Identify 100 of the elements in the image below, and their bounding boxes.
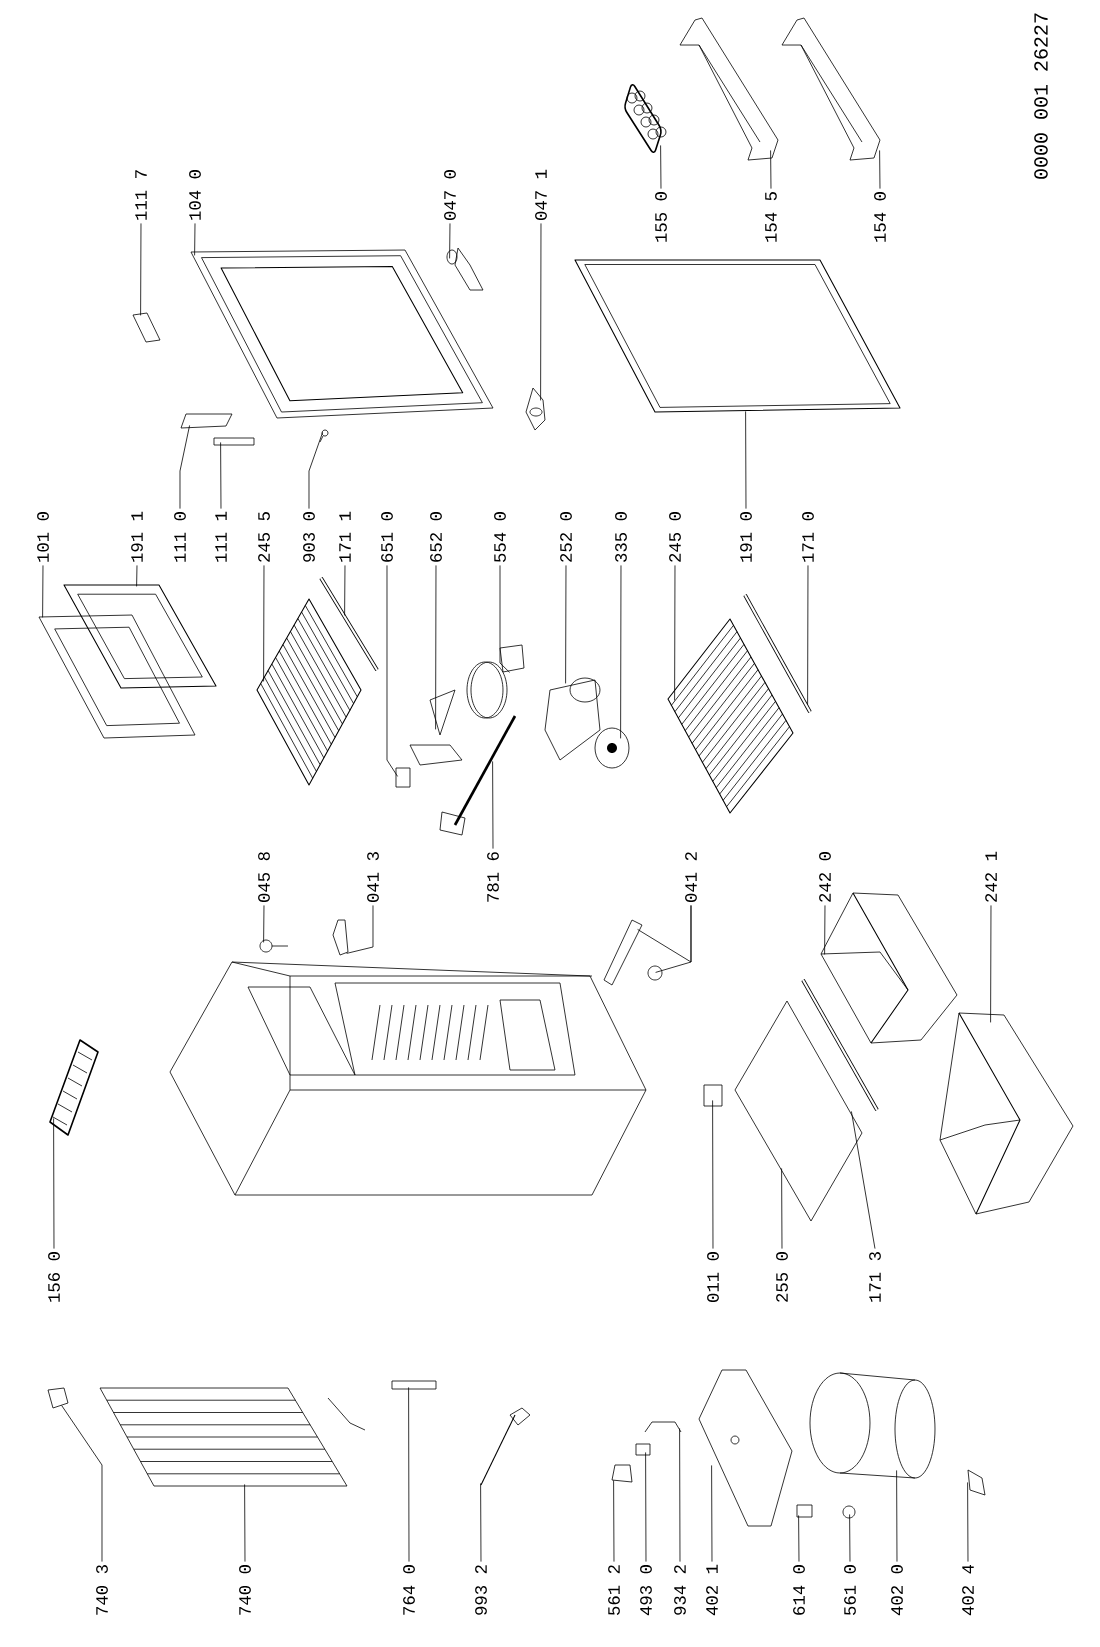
gasket-drawing — [63, 584, 217, 689]
leader-line — [136, 565, 138, 587]
ice-tray-drawing — [49, 1039, 99, 1136]
callout-number: 402 4 — [962, 1564, 974, 1616]
callout-number: 242 0 — [819, 852, 831, 902]
callout-number: 154 5 — [765, 192, 777, 242]
plate-drawing — [132, 312, 161, 343]
callout-number: 493 0 — [640, 1565, 652, 1616]
trim-strip-drawing — [743, 594, 812, 713]
callout-number: 554 0 — [494, 512, 506, 562]
egg-tray-drawing — [624, 84, 667, 153]
lamp-housing-drawing — [544, 677, 601, 761]
shelf-drawing — [667, 618, 794, 814]
leader-line — [61, 1405, 103, 1562]
small-box — [796, 1504, 813, 1518]
small-circle — [647, 965, 663, 981]
callout-number: 740 3 — [96, 1565, 108, 1615]
cable-drawing — [480, 1407, 531, 1486]
leader-line — [263, 905, 265, 943]
callout-number: 255 0 — [776, 1252, 788, 1302]
callout-number: 740 0 — [239, 1565, 251, 1615]
wire-drawing — [644, 1421, 682, 1433]
trim-strip-drawing — [319, 577, 379, 671]
leader-line — [674, 565, 676, 701]
leader-line — [896, 1470, 898, 1562]
trim-strip-drawing — [801, 979, 879, 1111]
leader-line — [851, 1111, 876, 1249]
leader-line — [540, 223, 542, 401]
leader-line — [53, 1118, 55, 1249]
leader-line — [499, 565, 510, 673]
ring-drawing — [466, 644, 525, 719]
leader-line — [781, 1168, 783, 1249]
callout-number: 781 6 — [487, 852, 499, 902]
small-box — [395, 767, 411, 788]
callout-number: 101 0 — [37, 512, 49, 562]
leader-line — [565, 565, 567, 684]
leader-line — [194, 223, 196, 256]
bracket-drawing — [332, 919, 349, 956]
leader-line — [140, 223, 142, 316]
callout-number: 191 1 — [131, 511, 143, 562]
document-number: 0000 001 26227 — [1034, 13, 1048, 179]
leader-line — [967, 1482, 969, 1562]
callout-number: 111 0 — [174, 512, 186, 562]
clip-drawing — [47, 1387, 69, 1409]
callout-number: 041 2 — [685, 852, 697, 902]
rod-drawing — [439, 715, 517, 836]
clip-drawing — [967, 1469, 986, 1496]
leader-line — [807, 565, 809, 705]
small-box — [391, 1380, 437, 1390]
callout-number: 156 0 — [48, 1252, 60, 1302]
callout-number: 171 1 — [339, 511, 351, 562]
small-box — [213, 437, 255, 446]
callout-number: 242 1 — [985, 851, 997, 902]
leader-line — [480, 1483, 482, 1562]
leader-line — [613, 1480, 615, 1562]
door-shelf-drawing — [781, 17, 881, 161]
leader-line — [712, 1100, 714, 1249]
callout-number: 011 0 — [707, 1252, 719, 1302]
pin-drawing — [259, 939, 289, 953]
leader-line — [655, 905, 692, 973]
leader-line — [220, 442, 222, 509]
callout-number: 903 0 — [303, 512, 315, 562]
door-drawing — [38, 614, 196, 739]
callout-number: 171 3 — [869, 1252, 881, 1302]
leader-line — [308, 432, 323, 509]
tray-drawing — [698, 1369, 793, 1527]
callout-number: 252 0 — [560, 512, 572, 562]
callout-number: 045 8 — [258, 852, 270, 902]
callout-number: 191 0 — [740, 512, 752, 562]
callout-number: 047 1 — [535, 169, 547, 220]
leader-line — [798, 1515, 800, 1562]
callout-number: 154 0 — [874, 192, 886, 242]
screw-drawing — [319, 429, 329, 443]
callout-number: 111 7 — [135, 170, 147, 220]
callout-number: 993 2 — [475, 1565, 487, 1615]
leader-line — [620, 565, 622, 739]
leader-line — [711, 1465, 713, 1562]
leader-line — [449, 223, 451, 259]
callout-number: 652 0 — [430, 512, 442, 562]
leader-line — [824, 905, 826, 955]
shelf-drawing — [256, 598, 362, 786]
callout-number: 764 0 — [403, 1565, 415, 1615]
callout-number: 155 0 — [655, 192, 667, 242]
hinge-plate-drawing — [603, 919, 643, 986]
callout-number: 614 0 — [793, 1565, 805, 1615]
door-drawing — [190, 249, 494, 419]
callout-number: 104 0 — [189, 170, 201, 220]
leader-line — [645, 1452, 647, 1562]
hinge-drawing — [525, 387, 546, 431]
grommet-drawing — [842, 1505, 856, 1519]
leader-line — [244, 1484, 246, 1562]
leader-line — [492, 761, 494, 849]
drawer-drawing — [939, 1012, 1074, 1215]
callout-number: 335 0 — [615, 512, 627, 562]
leader-line — [344, 565, 346, 616]
callout-number: 561 2 — [608, 1565, 620, 1615]
bracket-drawing — [180, 413, 233, 429]
callout-number: 047 0 — [444, 170, 456, 220]
condenser-drawing — [99, 1387, 366, 1487]
leader-line — [990, 905, 992, 1023]
